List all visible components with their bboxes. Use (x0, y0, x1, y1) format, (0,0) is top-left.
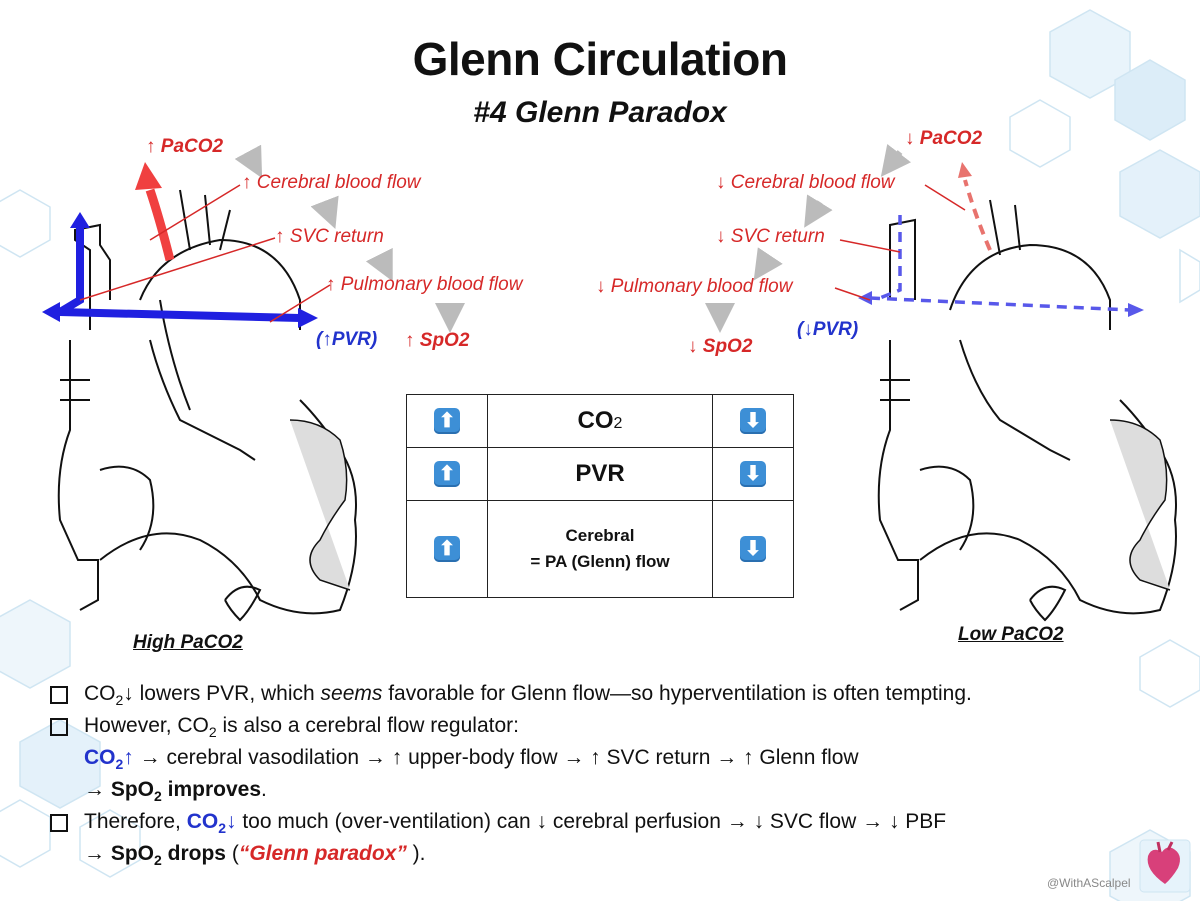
table-row: ⬆ Cerebral= PA (Glenn) flow ⬇ (406, 500, 794, 598)
right-panel-label: Low PaCO2 (958, 624, 1064, 645)
down-arrow-icon: ⬇ (740, 536, 766, 563)
right-pointer-lines (834, 184, 966, 301)
left-upper-flow-arrow (145, 188, 175, 262)
right-heart-illustration (877, 199, 1177, 622)
bullet-2-result: → SpO2 improves. (84, 778, 267, 805)
left-spo2-label: ↑ SpO2 (405, 330, 470, 351)
pvr-cell: PVR (487, 447, 713, 502)
right-upper-flow-arrowhead (958, 162, 972, 178)
right-pvr-label: (↓PVR) (797, 319, 859, 340)
left-pointer-lines (79, 184, 331, 323)
up-arrow-icon: ⬆ (434, 408, 460, 435)
down-arrow-icon: ⬇ (740, 461, 766, 488)
right-pa-arrowhead-right (1128, 303, 1144, 317)
bullet-2: However, CO2 is also a cerebral flow reg… (50, 710, 1180, 742)
up-arrow-icon: ⬆ (434, 461, 460, 488)
right-svc-return-label: ↓ SVC return (716, 226, 825, 247)
bullet-3-result: → SpO2 drops (“Glenn paradox” ). (84, 842, 426, 869)
table-row: ⬆ CO2 ⬇ (406, 393, 794, 449)
right-paco2-label: ↓ PaCO2 (905, 128, 983, 149)
left-gray-chain-arrows (234, 144, 465, 333)
right-upper-flow-arrow (963, 179, 992, 251)
left-cerebral-flow-label: ↑ Cerebral blood flow (242, 172, 421, 193)
page-title: Glenn Circulation (412, 33, 788, 85)
checkbox-icon (50, 718, 68, 736)
left-paco2-label: ↑ PaCO2 (146, 136, 224, 157)
bullet-1: CO2↓ lowers PVR, which seems favorable f… (50, 678, 1180, 710)
bullet-2-detail: CO2↑ → cerebral vasodilation → ↑ upper-b… (84, 746, 859, 773)
watermark: @WithAScalpel (1047, 876, 1131, 890)
left-svc-flow-arrow (57, 225, 84, 316)
left-pa-arrowhead-left (42, 302, 60, 322)
right-spo2-label: ↓ SpO2 (688, 336, 753, 357)
left-pa-flow-arrow (59, 308, 301, 322)
left-panel-label: High PaCO2 (133, 632, 243, 653)
left-upper-flow-arrowhead (135, 162, 162, 190)
right-svc-flow-arrow (879, 215, 902, 300)
summary-table: ⬆ CO2 ⬇ ⬆ PVR ⬇ ⬆ Cerebral= PA (Glenn) f… (406, 393, 794, 598)
checkbox-icon (50, 686, 68, 704)
left-svc-arrowhead (70, 212, 90, 228)
right-pa-flow-arrow (869, 296, 1131, 312)
bullet-list: CO2↓ lowers PVR, which seems favorable f… (50, 678, 1180, 870)
right-pulmonary-flow-label: ↓ Pulmonary blood flow (596, 276, 793, 297)
left-pa-arrowhead-right (298, 308, 318, 328)
up-arrow-icon: ⬆ (434, 536, 460, 563)
down-arrow-icon: ⬇ (740, 408, 766, 435)
right-gray-chain-arrows (705, 143, 912, 333)
left-heart-illustration (57, 189, 357, 622)
heart-logo-icon (1139, 839, 1191, 893)
checkbox-icon (50, 814, 68, 832)
left-pvr-label: (↑PVR) (316, 329, 378, 350)
co2-cell: CO2 (487, 393, 713, 449)
left-svc-return-label: ↑ SVC return (275, 226, 384, 247)
left-pulmonary-flow-label: ↑ Pulmonary blood flow (326, 274, 523, 295)
cerebral-flow-cell: Cerebral= PA (Glenn) flow (487, 500, 713, 598)
page-subtitle: #4 Glenn Paradox (473, 96, 727, 129)
right-cerebral-flow-label: ↓ Cerebral blood flow (716, 172, 895, 193)
bullet-3: Therefore, CO2↓ too much (over-ventilati… (50, 806, 1180, 838)
table-row: ⬆ PVR ⬇ (406, 447, 794, 502)
